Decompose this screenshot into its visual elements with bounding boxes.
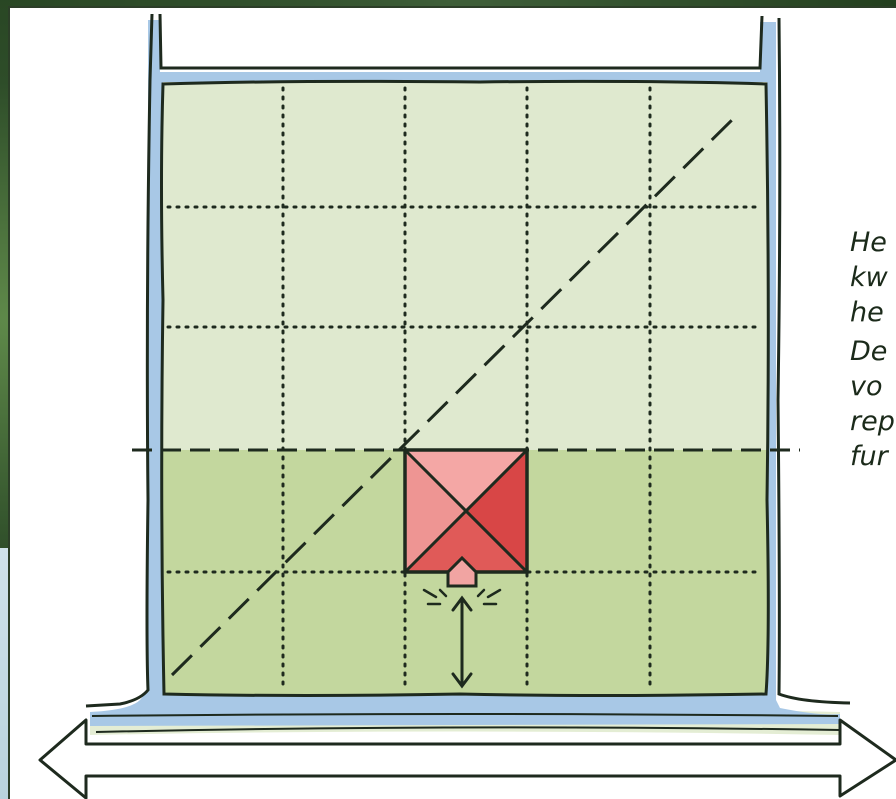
- ditch-bank-left: [86, 14, 152, 706]
- house-roof-icon: [405, 450, 527, 572]
- caption-block-1: He kw he: [850, 225, 896, 330]
- ditch-bank-top-left: [160, 14, 762, 68]
- caption-line: De: [850, 334, 896, 369]
- caption-line: he: [850, 295, 896, 330]
- ditch-bank-right: [778, 18, 850, 703]
- caption-block-2: De vo rep fur: [850, 334, 896, 474]
- field-back: [163, 82, 767, 450]
- caption-line: He: [850, 225, 896, 260]
- caption-line: kw: [850, 260, 896, 295]
- caption-line: fur: [850, 439, 896, 474]
- caption-line: rep: [850, 404, 896, 439]
- caption-line: vo: [850, 369, 896, 404]
